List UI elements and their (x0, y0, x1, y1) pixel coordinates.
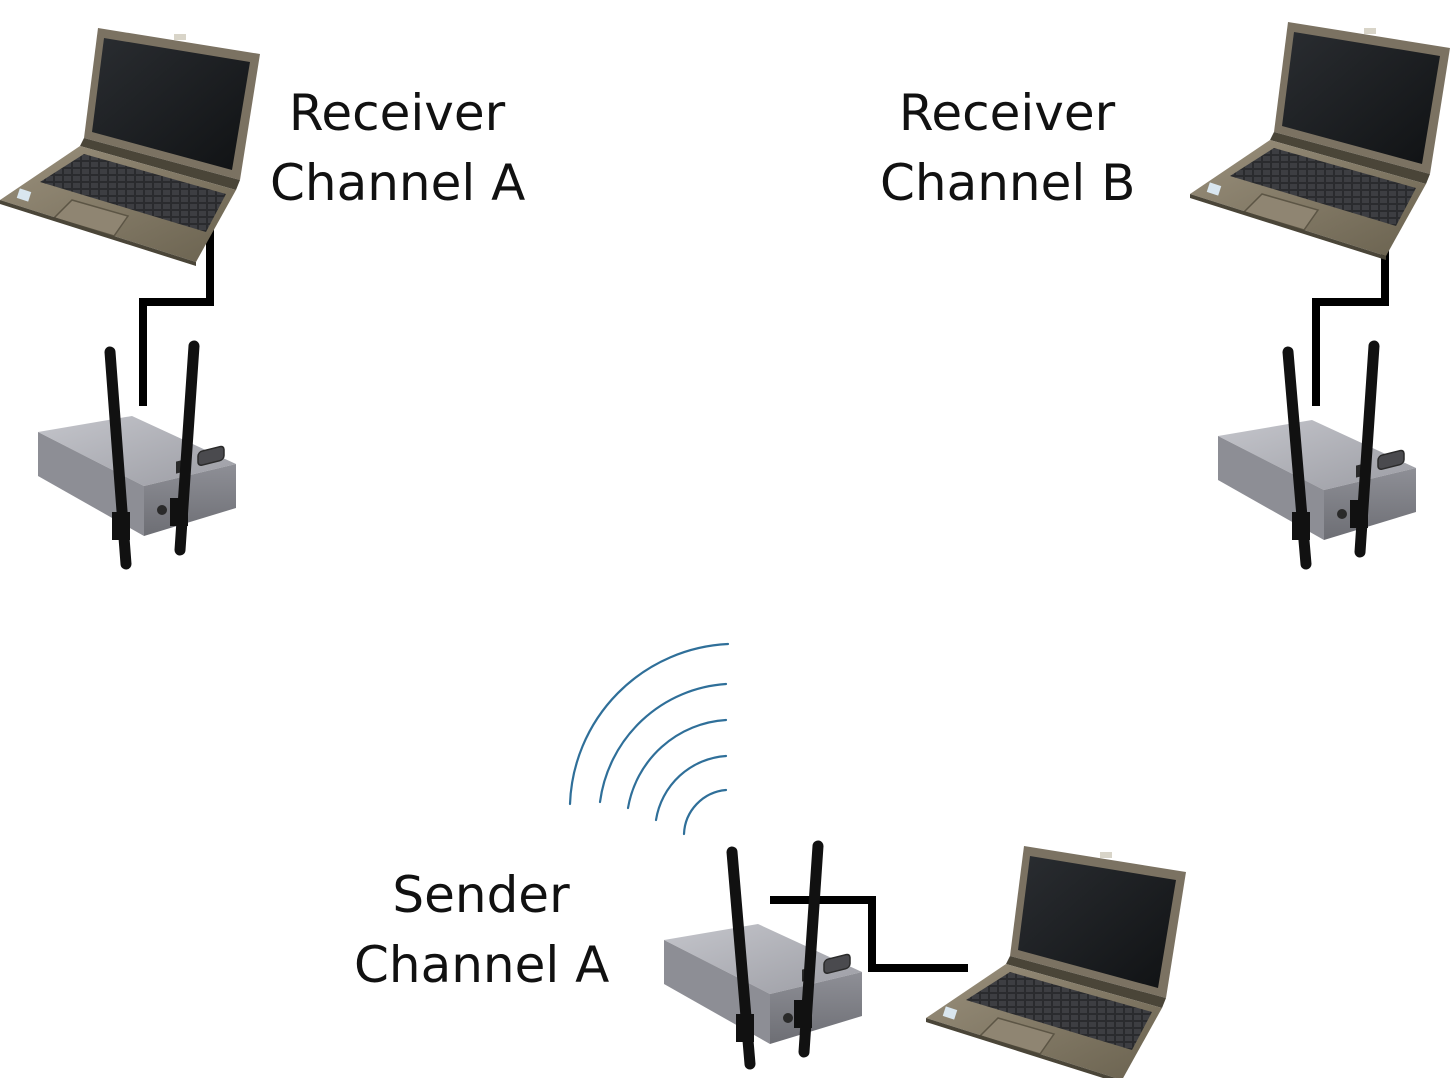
wireless-router-icon (663, 840, 863, 1070)
receiver-b-group (1189, 21, 1451, 570)
wireless-router-icon (1217, 340, 1417, 570)
laptop-icon (1189, 21, 1451, 261)
sender-a-channel: Channel A (354, 936, 610, 994)
laptop-icon (0, 27, 261, 267)
receiver-a-group (0, 27, 261, 570)
receiver-a-label: Receiver Channel A (270, 78, 526, 218)
wireless-router-icon (37, 340, 237, 570)
receiver-b-role: Receiver (898, 84, 1116, 142)
receiver-a-cable (139, 207, 214, 406)
laptop-icon (925, 845, 1187, 1078)
sender-a-group (568, 642, 1187, 1078)
receiver-a-role: Receiver (288, 84, 506, 142)
sender-a-cable (770, 896, 968, 972)
sender-a-role: Sender (392, 866, 570, 924)
receiver-a-channel: Channel A (270, 154, 526, 212)
sender-a-label: Sender Channel A (354, 860, 610, 1000)
receiver-b-label: Receiver Channel B (880, 78, 1136, 218)
signal-waves-icon (568, 642, 730, 836)
receiver-b-channel: Channel B (880, 154, 1136, 212)
